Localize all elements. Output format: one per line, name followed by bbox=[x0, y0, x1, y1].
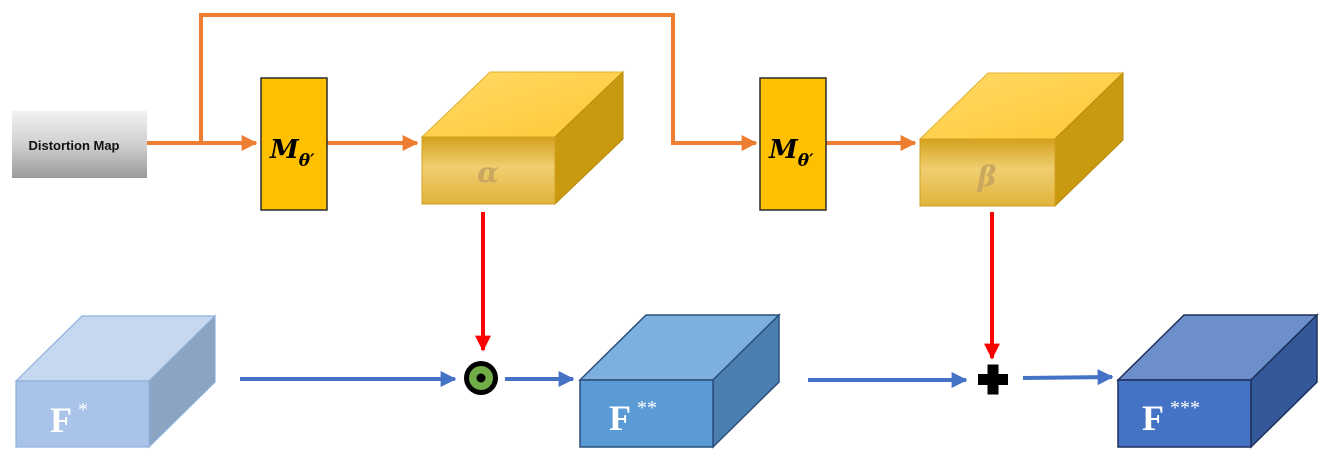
arrow-add-to-f3 bbox=[1022, 369, 1114, 386]
alpha-label: α bbox=[477, 156, 499, 189]
svg-text:Mθ′: Mθ′ bbox=[768, 135, 814, 171]
module1-sub: θ′ bbox=[299, 151, 315, 171]
svg-text:Mθ′: Mθ′ bbox=[269, 135, 315, 171]
f2-sup: ** bbox=[637, 397, 657, 419]
hadamard-product-icon bbox=[464, 361, 498, 395]
plus-icon bbox=[978, 364, 1008, 395]
distortion-map-box: Distortion Map bbox=[12, 111, 147, 178]
svg-text:F**: F ** bbox=[609, 397, 657, 438]
svg-text:F*: F* bbox=[50, 399, 88, 440]
module1-main: M bbox=[269, 135, 300, 165]
red-arrows bbox=[475, 212, 1000, 360]
module-m-theta-2: Mθ′ bbox=[759, 77, 827, 211]
f1-main: F bbox=[50, 400, 72, 440]
feature-cube-f3: F *** bbox=[1116, 313, 1319, 449]
arrow-skip-to-module2 bbox=[199, 13, 758, 151]
module-m-theta-1: Mθ′ bbox=[260, 77, 328, 211]
beta-label: β bbox=[977, 160, 997, 193]
beta-cube: β bbox=[918, 71, 1125, 208]
module2-sub: θ′ bbox=[798, 151, 814, 171]
distortion-map-label: Distortion Map bbox=[29, 138, 120, 153]
module2-main: M bbox=[768, 135, 799, 165]
feature-cube-f2: F ** bbox=[578, 313, 781, 449]
orange-arrows bbox=[147, 13, 917, 151]
blue-arrows bbox=[240, 369, 1114, 388]
f1-sup: * bbox=[78, 399, 88, 421]
feature-cube-f1: F* bbox=[14, 314, 217, 449]
f2-main: F bbox=[609, 398, 631, 438]
f3-main: F bbox=[1142, 398, 1164, 438]
f3-sup: *** bbox=[1170, 397, 1200, 419]
alpha-cube: α bbox=[420, 70, 625, 206]
svg-text:F***: F *** bbox=[1142, 397, 1200, 438]
